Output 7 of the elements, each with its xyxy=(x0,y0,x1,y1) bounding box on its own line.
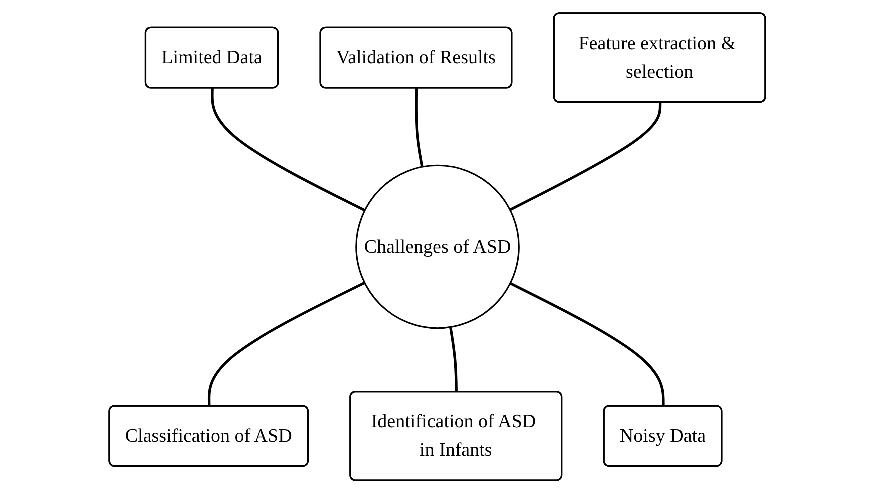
connector xyxy=(510,282,665,407)
node-circle: Challenges of ASD xyxy=(356,164,520,330)
connector xyxy=(208,282,366,407)
connector xyxy=(510,102,662,212)
connector xyxy=(450,327,458,392)
connector xyxy=(211,88,366,212)
connector xyxy=(415,88,424,168)
